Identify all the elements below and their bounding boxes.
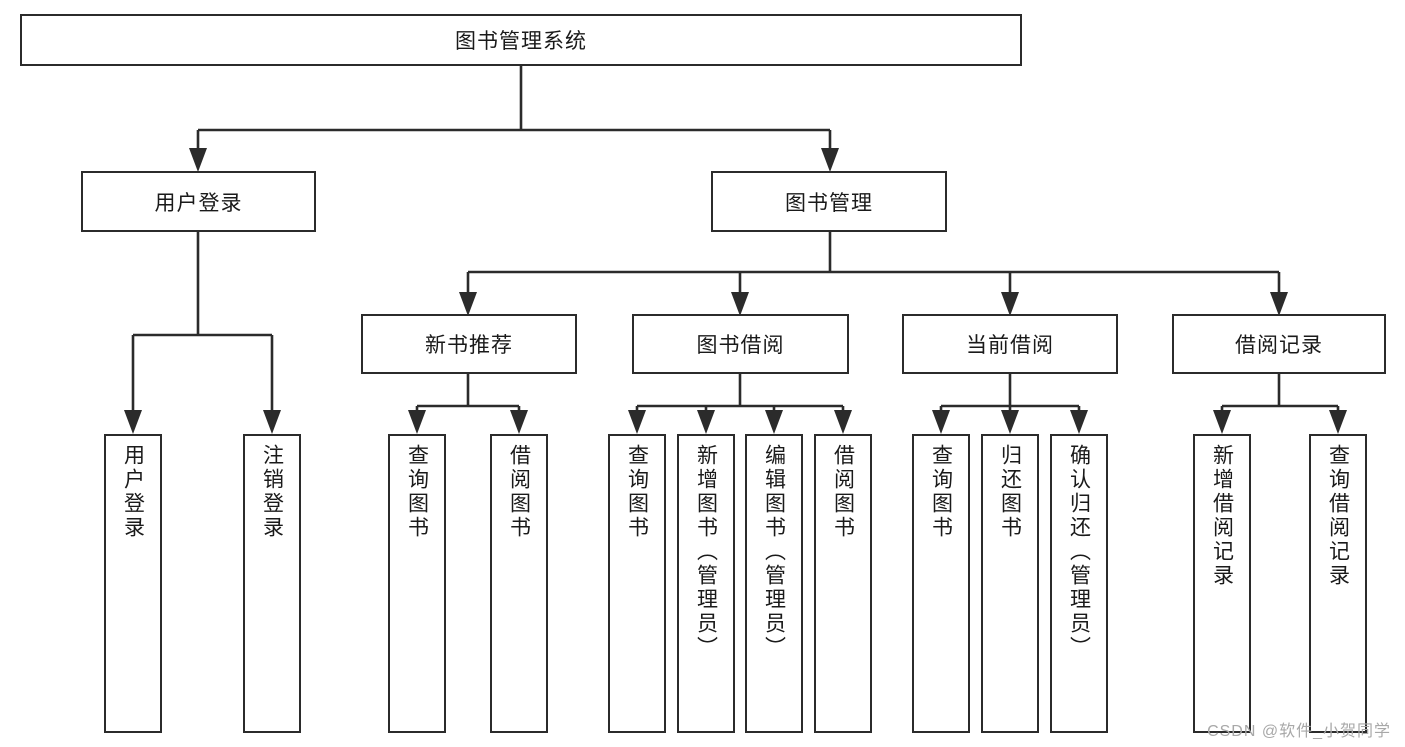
node-leaf-borrow-book-new[interactable]: 借阅图书 xyxy=(490,434,548,733)
node-leaf-query-record-label: 查询借阅记录 xyxy=(1326,444,1350,588)
node-current-borrow-label: 当前借阅 xyxy=(966,334,1054,357)
node-borrow-record-label: 借阅记录 xyxy=(1235,334,1323,357)
node-root[interactable]: 图书管理系统 xyxy=(20,14,1022,66)
node-new-book-label: 新书推荐 xyxy=(425,334,513,357)
node-leaf-query-record[interactable]: 查询借阅记录 xyxy=(1309,434,1367,733)
node-leaf-return-book[interactable]: 归还图书 xyxy=(981,434,1039,733)
node-leaf-logout-label: 注销登录 xyxy=(260,444,284,540)
node-leaf-query-book-current[interactable]: 查询图书 xyxy=(912,434,970,733)
node-leaf-logout[interactable]: 注销登录 xyxy=(243,434,301,733)
node-leaf-query-book-label: 查询图书 xyxy=(625,444,649,540)
node-leaf-borrow-book-label: 借阅图书 xyxy=(831,444,855,540)
node-book-manage[interactable]: 图书管理 xyxy=(711,171,947,232)
node-leaf-confirm-return[interactable]: 确认归还（管理员） xyxy=(1050,434,1108,733)
node-current-borrow[interactable]: 当前借阅 xyxy=(902,314,1118,374)
node-user-login[interactable]: 用户登录 xyxy=(81,171,316,232)
node-leaf-edit-book-label: 编辑图书（管理员） xyxy=(762,444,786,660)
node-leaf-return-book-label: 归还图书 xyxy=(998,444,1022,540)
node-book-manage-label: 图书管理 xyxy=(785,191,873,215)
node-book-borrow-label: 图书借阅 xyxy=(696,334,785,357)
node-leaf-add-book-label: 新增图书（管理员） xyxy=(694,444,718,660)
node-leaf-query-book-new[interactable]: 查询图书 xyxy=(388,434,446,733)
watermark: CSDN @软件_小贺同学 xyxy=(1207,723,1391,740)
node-leaf-borrow-book[interactable]: 借阅图书 xyxy=(814,434,872,733)
node-leaf-query-book-new-label: 查询图书 xyxy=(405,444,429,540)
node-borrow-record[interactable]: 借阅记录 xyxy=(1172,314,1386,374)
node-book-borrow[interactable]: 图书借阅 xyxy=(632,314,849,374)
node-leaf-borrow-book-new-label: 借阅图书 xyxy=(507,444,531,540)
node-leaf-query-book[interactable]: 查询图书 xyxy=(608,434,666,733)
node-leaf-query-book-current-label: 查询图书 xyxy=(929,444,953,540)
node-root-label: 图书管理系统 xyxy=(455,30,587,53)
node-leaf-confirm-return-label: 确认归还（管理员） xyxy=(1067,444,1091,660)
node-new-book[interactable]: 新书推荐 xyxy=(361,314,577,374)
node-leaf-user-login-label: 用户登录 xyxy=(121,444,145,540)
node-leaf-edit-book[interactable]: 编辑图书（管理员） xyxy=(745,434,803,733)
node-leaf-add-book[interactable]: 新增图书（管理员） xyxy=(677,434,735,733)
node-user-login-label: 用户登录 xyxy=(154,191,243,215)
node-leaf-user-login[interactable]: 用户登录 xyxy=(104,434,162,733)
node-leaf-add-record-label: 新增借阅记录 xyxy=(1210,444,1234,588)
node-leaf-add-record[interactable]: 新增借阅记录 xyxy=(1193,434,1251,733)
